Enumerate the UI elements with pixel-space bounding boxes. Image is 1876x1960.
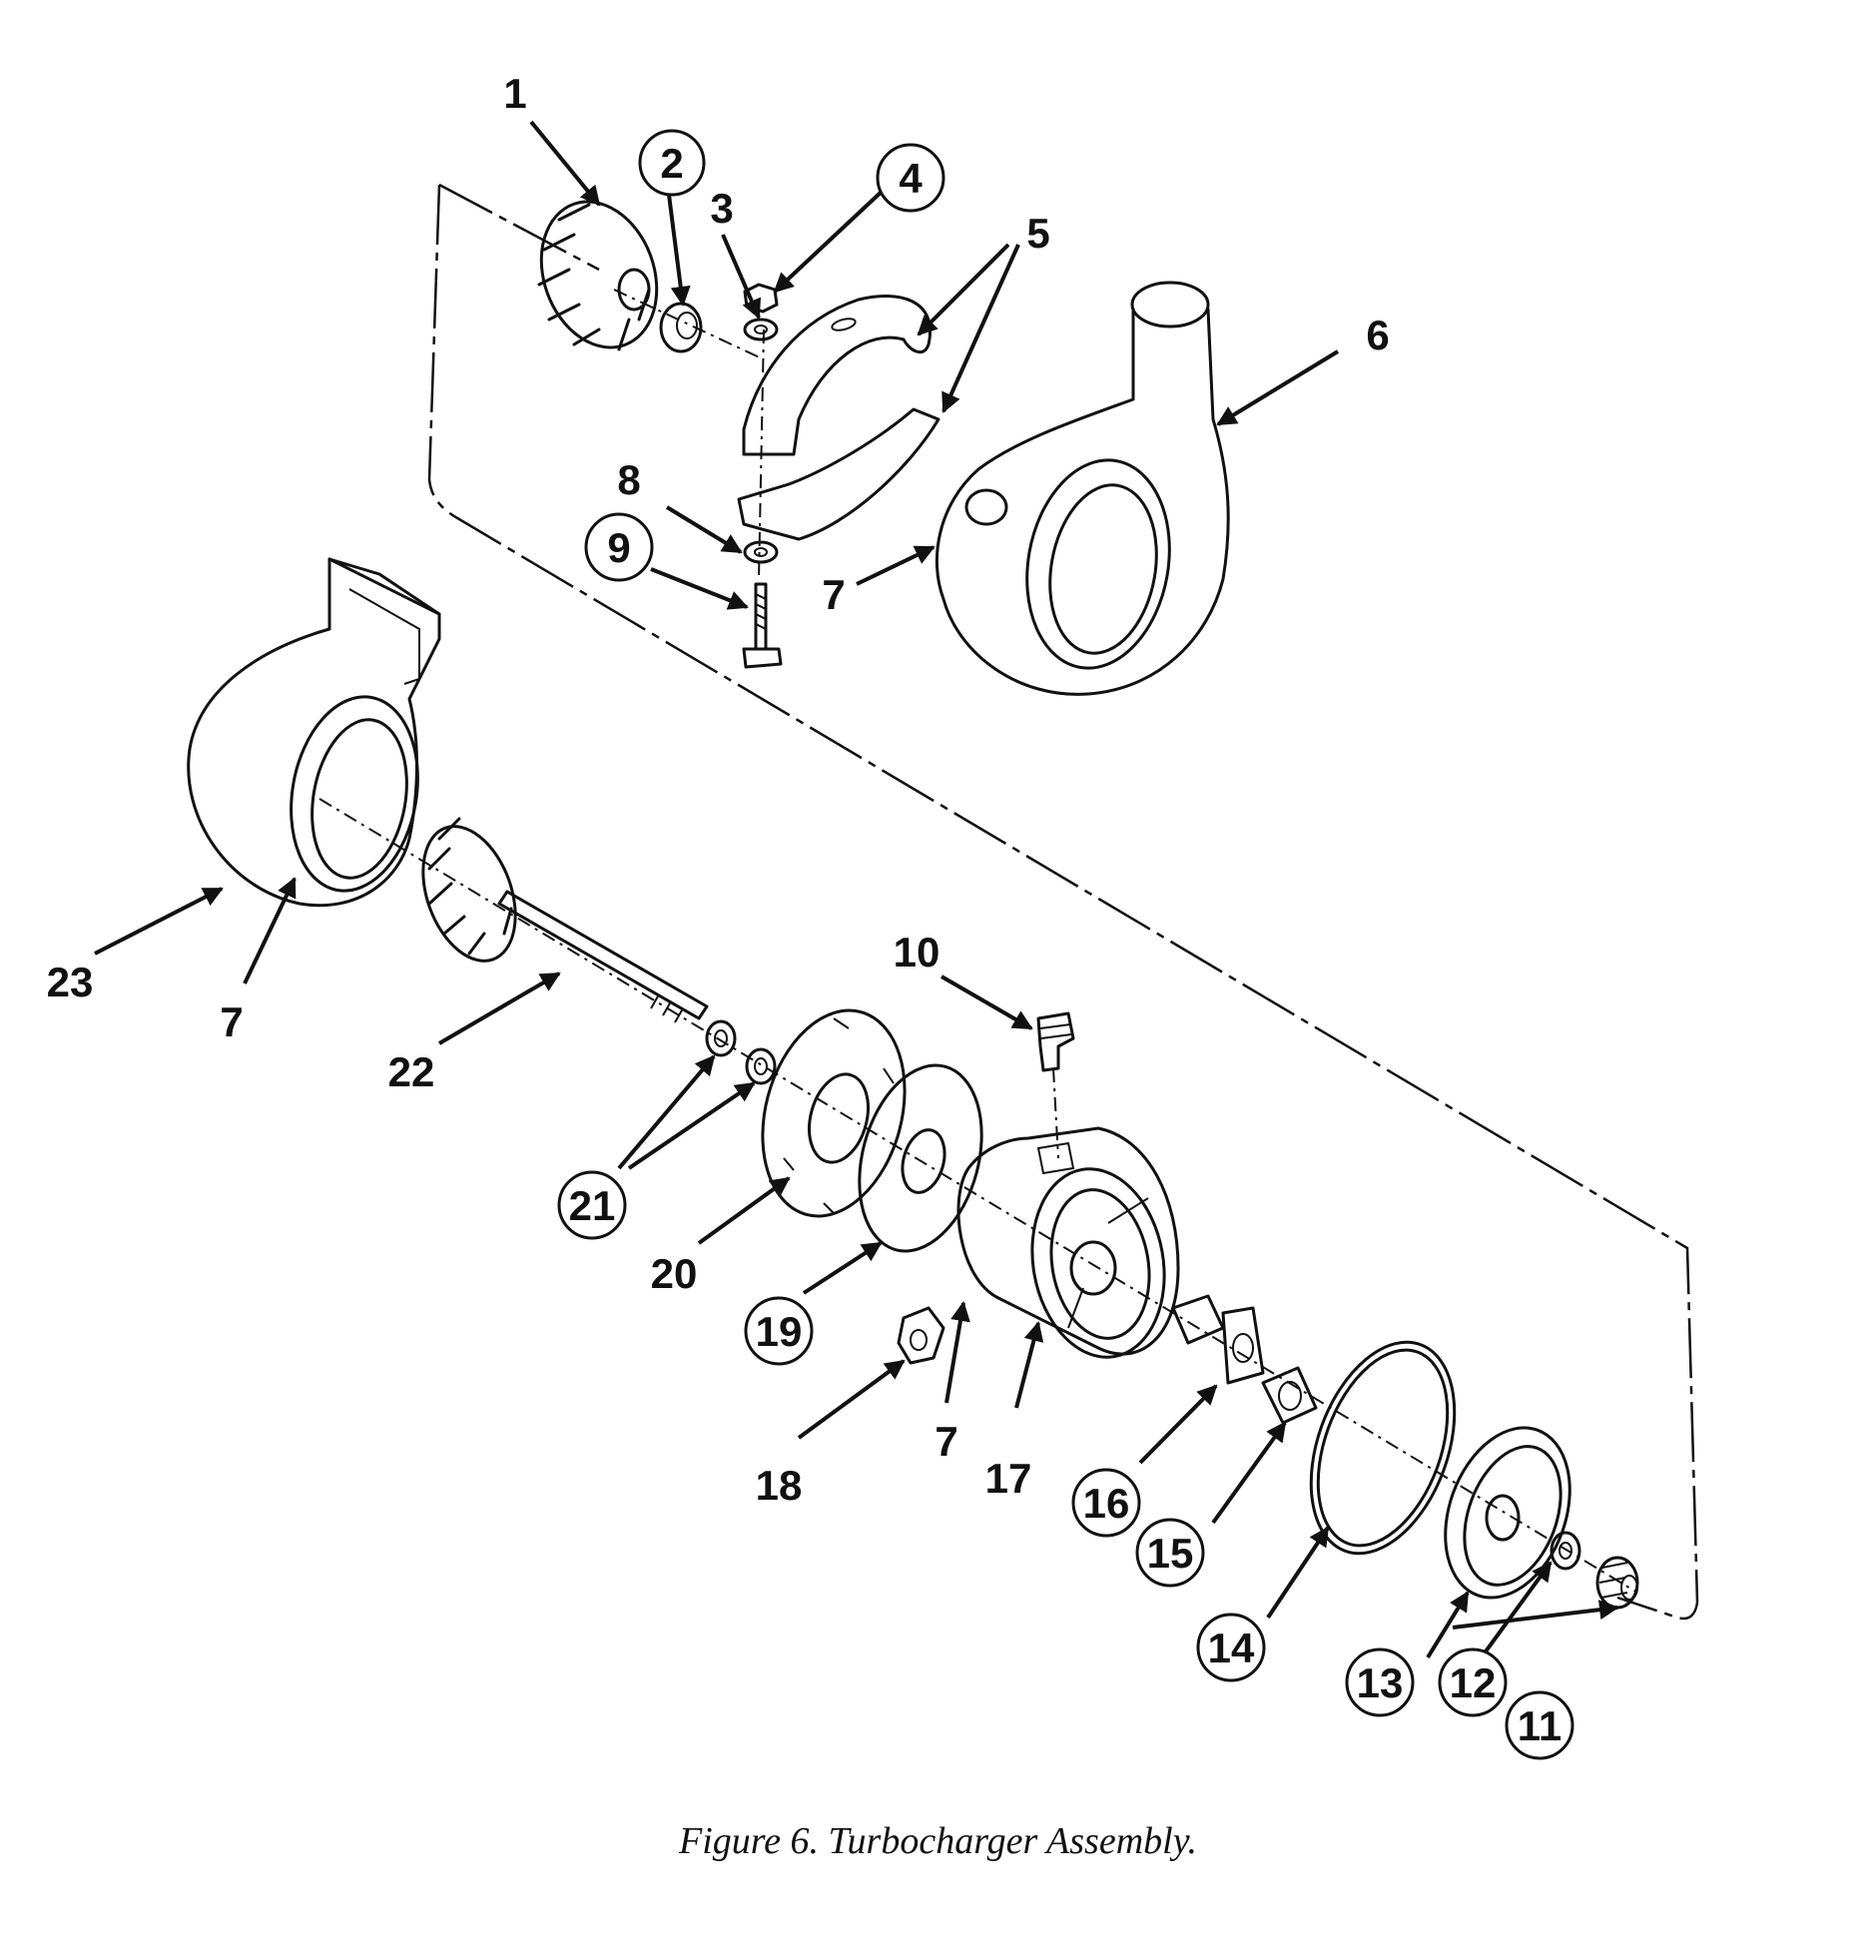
callout-22: 22 <box>388 1048 435 1095</box>
callout-circle-11 <box>1505 1690 1574 1760</box>
callout-10: 10 <box>894 929 940 976</box>
callout-2: 2 <box>660 140 683 187</box>
bearing-housing <box>956 1126 1180 1359</box>
callout-20: 20 <box>651 1250 698 1297</box>
callout-circle-13 <box>1345 1647 1415 1717</box>
figure-caption: Figure 6. Turbocharger Assembly. <box>679 1820 1197 1862</box>
thrust-washer <box>858 1063 983 1253</box>
oil-fitting <box>1036 1011 1075 1072</box>
seal-sleeve <box>1171 1294 1265 1385</box>
turbine-housing <box>187 557 441 908</box>
callout-circle-9 <box>584 512 654 582</box>
clamp-washer-lower <box>743 540 779 564</box>
callout-circle-16 <box>1071 1468 1141 1538</box>
callout-3: 3 <box>710 185 733 232</box>
leader-lines <box>94 120 1619 1664</box>
callout-7-upper: 7 <box>822 571 845 618</box>
o-ring <box>1309 1340 1457 1556</box>
callout-6: 6 <box>1366 312 1389 358</box>
drain-plug <box>897 1306 945 1365</box>
callout-7-left: 7 <box>220 998 243 1045</box>
callout-18: 18 <box>756 1462 803 1509</box>
callout-19: 19 <box>756 1308 803 1355</box>
callout-5: 5 <box>1026 210 1049 257</box>
phantom-boundary-line <box>427 184 1699 1621</box>
callout-circle-19 <box>744 1296 814 1366</box>
callout-13: 13 <box>1357 1659 1404 1706</box>
callout-9: 9 <box>607 524 630 571</box>
callout-11: 11 <box>1518 1702 1562 1749</box>
clamp-washer-upper <box>743 318 779 341</box>
seal-spacer <box>1595 1556 1639 1610</box>
compressor-wheel <box>537 200 659 351</box>
callout-21: 21 <box>569 1182 616 1229</box>
centerline-upper <box>613 289 765 360</box>
thrust-ring <box>1550 1531 1581 1571</box>
callout-14: 14 <box>1208 1625 1255 1671</box>
turbine-wheel-shaft <box>421 817 709 1023</box>
v-band-clamp <box>737 294 940 541</box>
thrust-collars <box>705 1019 777 1085</box>
centerline-main <box>318 798 1638 1594</box>
callout-circle-15 <box>1135 1518 1205 1588</box>
compressor-insert <box>1444 1426 1571 1600</box>
callout-labels: 1 2 3 4 5 6 7 8 9 10 11 12 13 14 15 16 1… <box>47 70 1563 1749</box>
callout-circle-21 <box>557 1170 627 1240</box>
callout-16: 16 <box>1083 1480 1130 1527</box>
callout-circles <box>557 129 1574 1760</box>
clamp-bolt <box>742 582 783 669</box>
callout-1: 1 <box>503 70 526 117</box>
callout-12: 12 <box>1450 1659 1497 1706</box>
callout-circle-2 <box>638 129 706 197</box>
callout-circle-12 <box>1438 1647 1508 1717</box>
callout-8: 8 <box>617 456 640 503</box>
callout-17: 17 <box>985 1455 1032 1502</box>
seal-gasket <box>1261 1366 1318 1425</box>
thrust-plate <box>761 1008 907 1218</box>
callout-15: 15 <box>1147 1530 1194 1577</box>
phantom-boundary-top <box>438 183 600 272</box>
callout-4: 4 <box>899 155 923 202</box>
callout-7-lower: 7 <box>935 1418 957 1465</box>
callout-circle-14 <box>1196 1613 1266 1682</box>
callout-23: 23 <box>47 959 94 1005</box>
callout-circle-4 <box>876 143 945 213</box>
compressor-housing <box>935 281 1230 696</box>
